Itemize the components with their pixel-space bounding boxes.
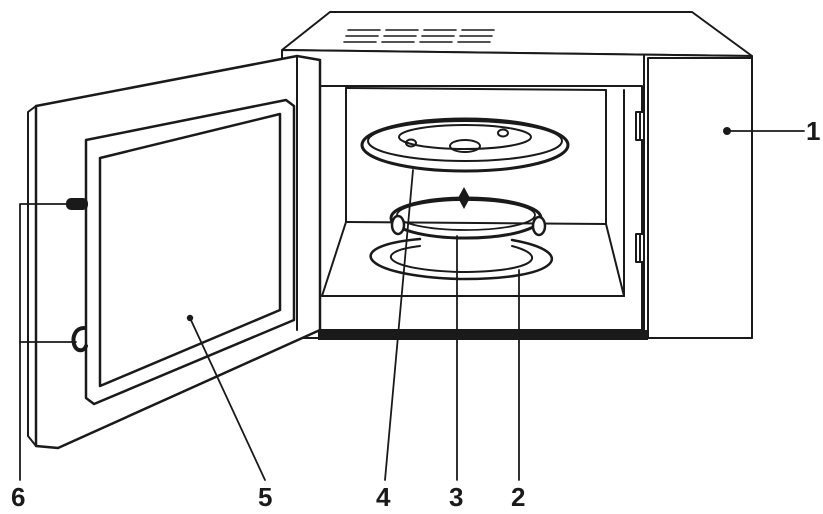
latch-hook-lower — [71, 326, 88, 353]
roller-track — [369, 237, 554, 281]
control-panel — [643, 55, 753, 339]
leader-6 — [19, 203, 69, 481]
top-panel — [281, 11, 753, 57]
callout-6: 6 — [11, 482, 26, 512]
callout-3: 3 — [449, 482, 464, 512]
leader-lines — [19, 130, 805, 481]
door-window — [98, 112, 282, 388]
callout-5: 5 — [258, 482, 273, 512]
leader-5 — [189, 317, 266, 481]
glass-turntable — [360, 117, 570, 173]
roller-ring — [389, 187, 547, 240]
door — [27, 54, 322, 450]
callout-4: 4 — [376, 482, 391, 512]
callout-2: 2 — [511, 482, 526, 512]
base-bar — [318, 330, 648, 340]
latch-hook-upper — [66, 198, 88, 210]
leader-4 — [384, 169, 414, 481]
top-vents — [343, 29, 495, 43]
door-latches — [635, 111, 645, 263]
callout-1: 1 — [806, 116, 821, 146]
